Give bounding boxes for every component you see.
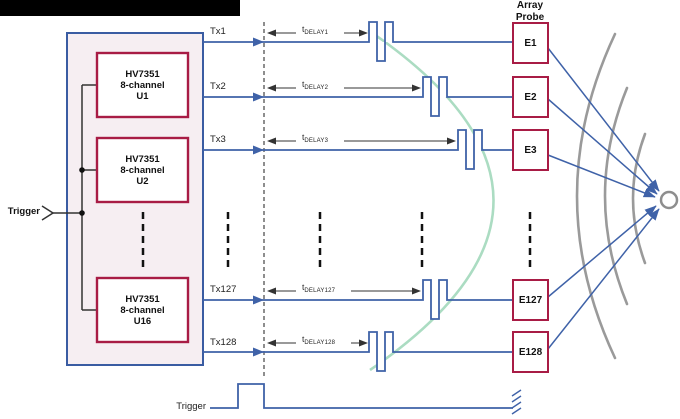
trigger-distribution-lines: [53, 84, 97, 311]
signal-path-tx127: [203, 279, 513, 320]
tx-label-128: Tx128: [210, 337, 237, 348]
delay-label-1: tDELAY1: [302, 24, 328, 36]
chip-channels: 8-channel: [120, 304, 165, 316]
signal-path-tx1: [203, 21, 513, 62]
signal-arrowhead-tx2: [253, 92, 264, 102]
element-label-e2: E2: [524, 91, 537, 103]
signal-arrowhead-tx3: [253, 145, 264, 155]
element-box-e127: [512, 279, 549, 321]
delay-sub: DELAY1: [304, 30, 329, 36]
signal-path-tx3: [203, 129, 513, 170]
delay-label-128: tDELAY128: [302, 334, 335, 346]
element-box-e128: [512, 331, 549, 373]
delay-sub: DELAY3: [304, 138, 329, 144]
chip-box-u2: [95, 136, 190, 204]
delay-label-3: tDELAY3: [302, 132, 328, 144]
chip-label-u1: HV7351 8-channel U1: [97, 53, 188, 117]
signal-arrowhead-tx127: [253, 295, 264, 305]
chip-label-u2: HV7351 8-channel U2: [97, 138, 188, 202]
delay-t: t: [302, 24, 305, 34]
signal-arrowhead-tx128: [253, 347, 264, 357]
element-label-e127: E127: [518, 294, 543, 306]
redaction-bar: [0, 0, 240, 16]
element-label-e1: E1: [524, 37, 537, 49]
junction-dot: [79, 167, 85, 173]
chip-channels: 8-channel: [120, 164, 165, 176]
junction-dot: [79, 210, 85, 216]
trigger-chevron-icon: [41, 205, 55, 221]
chip-label-u16: HV7351 8-channel U16: [97, 278, 188, 342]
chip-part: HV7351: [125, 293, 160, 305]
element-box-e2: [512, 76, 549, 118]
element-box-e3: [512, 129, 549, 171]
wavefront-arc-outer: [575, 32, 617, 360]
chip-box-u16: [95, 276, 190, 344]
element-label-e128: E128: [518, 346, 543, 358]
delay-t: t: [302, 282, 305, 292]
delay-sub: DELAY127: [304, 288, 336, 294]
delay-label-127: tDELAY127: [302, 282, 335, 294]
chip-part: HV7351: [125, 153, 160, 165]
element-label-e3: E3: [524, 144, 537, 156]
termination-hatch-icon: [511, 389, 522, 415]
delay-t: t: [302, 79, 305, 89]
chip-channels: 8-channel: [120, 79, 165, 91]
chip-designator: U2: [136, 175, 149, 187]
trigger-timing-label: Trigger: [176, 401, 206, 412]
element-box-e1: [512, 22, 549, 64]
chip-designator: U16: [133, 315, 152, 327]
chip-designator: U1: [136, 90, 149, 102]
delay-t: t: [302, 334, 305, 344]
delay-t: t: [302, 132, 305, 142]
trigger-input-label: Trigger: [7, 206, 40, 217]
chip-part: HV7351: [125, 68, 160, 80]
delay-label-2: tDELAY2: [302, 79, 328, 91]
signal-path-tx2: [203, 76, 513, 117]
array-probe-line2: Probe: [515, 11, 545, 23]
array-probe-line1: Array: [516, 0, 544, 11]
trigger-waveform: [210, 383, 513, 409]
array-probe-label: Array Probe: [500, 0, 560, 23]
tx-label-1: Tx1: [210, 26, 226, 37]
wavefront-arc-inner: [631, 132, 647, 265]
tx-label-127: Tx127: [210, 284, 237, 295]
signal-arrowhead-tx1: [253, 37, 264, 47]
tx-label-2: Tx2: [210, 81, 226, 92]
signal-path-tx128: [203, 331, 513, 372]
delay-sub: DELAY2: [304, 85, 329, 91]
wavefront-arc-middle: [603, 86, 629, 306]
chip-box-u1: [95, 51, 190, 119]
delay-sub: DELAY128: [304, 340, 336, 346]
tx-label-3: Tx3: [210, 134, 226, 145]
delay-arrows: [267, 29, 456, 347]
focus-lines: [547, 47, 660, 350]
focal-point-circle: [659, 190, 679, 210]
